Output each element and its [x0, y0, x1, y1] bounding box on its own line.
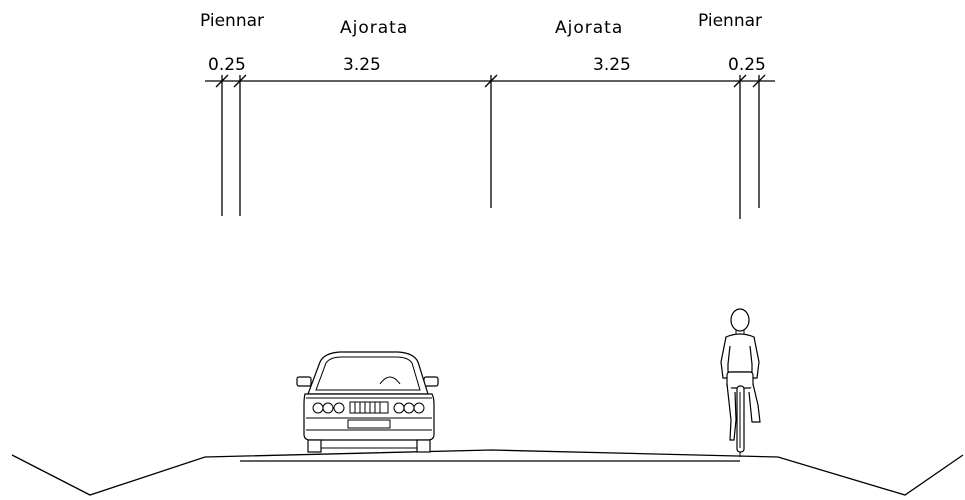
label-shoulder-right: Piennar [698, 11, 762, 31]
dim-lane-right: 3.25 [593, 55, 631, 75]
road-profile [11, 449, 964, 496]
dim-shoulder-left: 0.25 [208, 55, 246, 75]
cyclist-icon [720, 308, 761, 457]
label-lane-right: Ajorata [555, 18, 623, 38]
label-shoulder-left: Piennar [200, 11, 264, 31]
car-icon [296, 351, 439, 453]
dim-shoulder-right: 0.25 [728, 55, 766, 75]
label-lane-left: Ajorata [340, 18, 408, 38]
dim-lane-left: 3.25 [343, 55, 381, 75]
dimension-line [205, 74, 775, 219]
